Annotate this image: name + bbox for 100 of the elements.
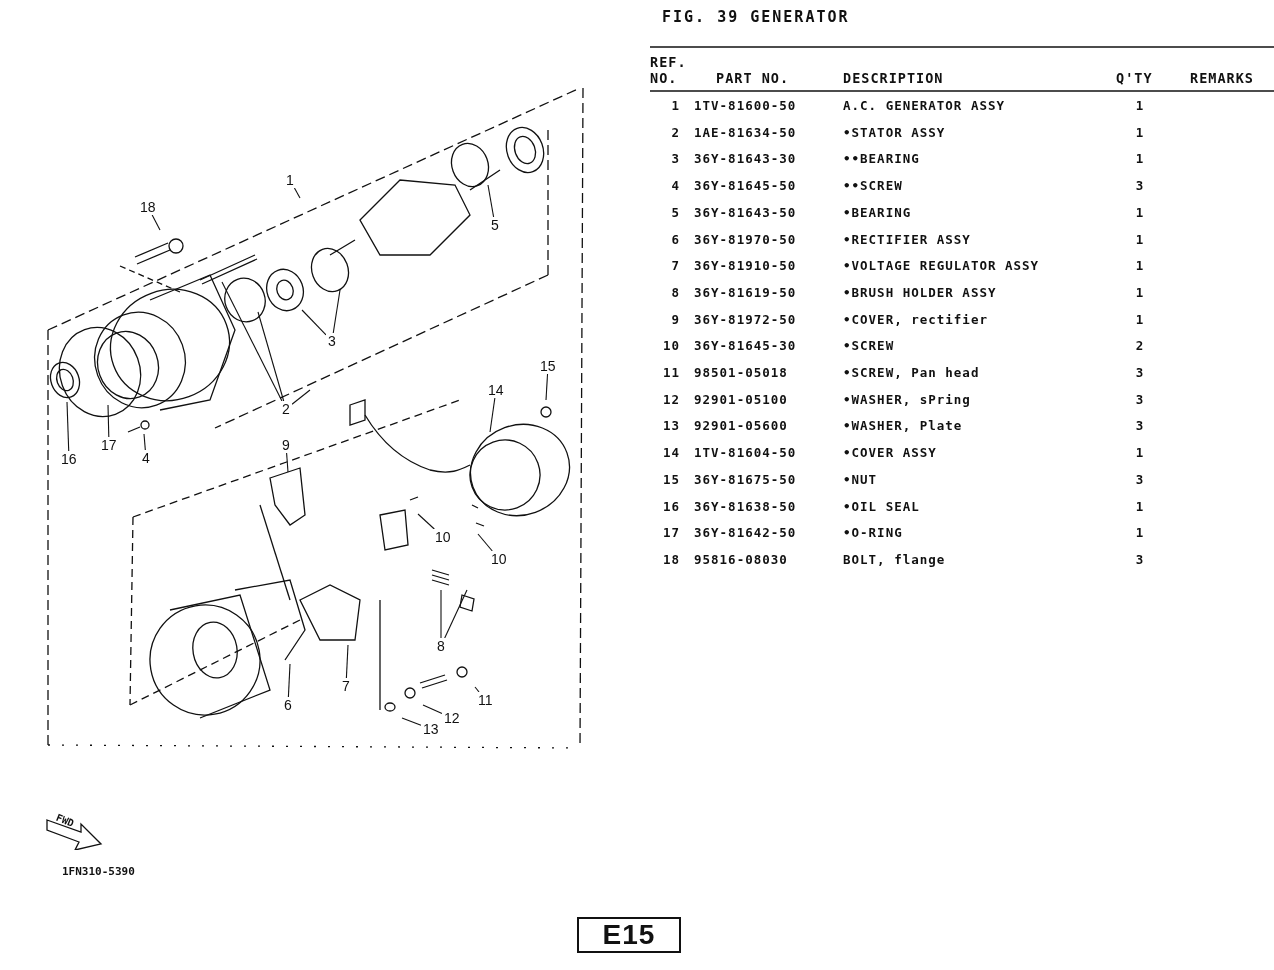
part-number: 36Y-81643-30 xyxy=(694,151,797,167)
column-header: PART NO. xyxy=(716,70,790,86)
leader-line xyxy=(545,373,549,401)
callout-number: 17 xyxy=(99,437,119,453)
column-header: REMARKS xyxy=(1190,70,1254,86)
leader-line xyxy=(401,717,422,726)
part-number: 1TV-81600-50 xyxy=(694,98,797,113)
leader-line xyxy=(257,311,285,402)
direction-label: FWD xyxy=(54,812,76,829)
part-description: •COVER, rectifier xyxy=(843,311,988,327)
leader-line xyxy=(422,704,443,715)
ref-number: 7 xyxy=(670,258,680,274)
part-number: 95816-08030 xyxy=(694,551,788,567)
ref-number: 16 xyxy=(661,498,680,514)
leader-line xyxy=(301,309,327,336)
ref-number: 17 xyxy=(661,525,680,541)
quantity: 2 xyxy=(1134,338,1146,354)
part-number: 36Y-81645-30 xyxy=(694,338,797,354)
callout-number: 1 xyxy=(284,172,296,188)
ref-number: 12 xyxy=(661,391,680,407)
ref-number: 6 xyxy=(670,231,680,247)
part-number: 36Y-81910-50 xyxy=(694,258,797,274)
ref-number: 9 xyxy=(670,311,680,327)
part-number: 36Y-81675-50 xyxy=(694,471,797,487)
callout-number: 8 xyxy=(435,638,447,654)
leader-line xyxy=(151,214,161,231)
callout-number: 13 xyxy=(421,721,441,737)
leader-line xyxy=(107,404,110,438)
page-number: E15 xyxy=(577,917,681,953)
quantity: 1 xyxy=(1134,525,1146,541)
part-description: •SCREW xyxy=(843,338,895,354)
part-number: 92901-05100 xyxy=(694,391,788,407)
leader-line xyxy=(221,281,283,402)
callout-number: 6 xyxy=(282,697,294,713)
quantity: 1 xyxy=(1134,231,1146,247)
quantity: 1 xyxy=(1134,498,1146,514)
part-number: 36Y-81645-50 xyxy=(694,178,797,194)
callout-number: 16 xyxy=(59,451,79,467)
part-description: •STATOR ASSY xyxy=(843,124,946,140)
callout-number: 11 xyxy=(476,692,495,708)
leader-line xyxy=(287,663,291,698)
callout-number: 7 xyxy=(340,678,352,694)
callout-number: 5 xyxy=(489,217,501,233)
leader-line xyxy=(474,686,480,693)
leader-line xyxy=(444,589,468,639)
ref-number: 2 xyxy=(670,124,680,140)
callout-number: 10 xyxy=(489,551,509,567)
leader-line xyxy=(143,433,146,451)
ref-number: 13 xyxy=(661,418,680,434)
ref-number: 4 xyxy=(670,178,680,194)
part-description: •VOLTAGE REGULATOR ASSY xyxy=(843,258,1040,274)
leader-line xyxy=(286,452,289,473)
part-description: •O-RING xyxy=(843,525,903,541)
callout-number: 9 xyxy=(280,437,292,453)
ref-number: 5 xyxy=(670,204,680,220)
part-description: •SCREW, Pan head xyxy=(843,365,980,380)
callout-number: 10 xyxy=(433,529,453,545)
ref-number: 11 xyxy=(661,365,680,380)
part-description: •WASHER, Plate xyxy=(843,418,963,434)
part-number: 36Y-81643-50 xyxy=(694,204,797,220)
part-description: •COVER ASSY xyxy=(843,445,937,461)
quantity: 3 xyxy=(1134,551,1146,567)
quantity: 3 xyxy=(1134,391,1146,407)
part-number: 98501-05018 xyxy=(694,365,788,380)
part-number: 1TV-81604-50 xyxy=(694,445,797,461)
callout-number: 2 xyxy=(280,401,292,417)
callout-number: 15 xyxy=(538,358,558,374)
leader-line xyxy=(293,187,301,199)
quantity: 3 xyxy=(1134,178,1146,194)
quantity: 1 xyxy=(1134,445,1146,461)
column-header: DESCRIPTION xyxy=(843,70,944,86)
column-header: REF. NO. xyxy=(650,54,688,86)
ref-number: 15 xyxy=(661,471,680,487)
ref-number: 3 xyxy=(670,151,680,167)
leader-line xyxy=(417,513,435,530)
part-number: 36Y-81638-50 xyxy=(694,498,797,514)
leader-line xyxy=(66,401,70,452)
part-description: ••BEARING xyxy=(843,151,920,167)
callout-number: 12 xyxy=(442,710,462,726)
quantity: 1 xyxy=(1134,311,1146,327)
quantity: 1 xyxy=(1134,98,1146,113)
part-description: •OIL SEAL xyxy=(843,498,920,514)
leader-line xyxy=(489,397,496,433)
quantity: 1 xyxy=(1134,258,1146,274)
drawing-number: 1FN310-5390 xyxy=(62,865,135,878)
part-description: •NUT xyxy=(843,471,878,487)
quantity: 1 xyxy=(1134,284,1146,300)
quantity: 1 xyxy=(1134,151,1146,167)
part-number: 36Y-81970-50 xyxy=(694,231,797,247)
part-description: ••SCREW xyxy=(843,178,903,194)
part-description: •WASHER, sPring xyxy=(843,391,971,407)
leader-line xyxy=(487,184,495,218)
part-number: 36Y-81642-50 xyxy=(694,525,797,541)
leader-line xyxy=(345,644,349,679)
callout-number: 14 xyxy=(486,382,506,398)
callout-number: 18 xyxy=(138,199,158,215)
leader-line xyxy=(440,589,442,639)
ref-number: 10 xyxy=(661,338,680,354)
part-description: •BEARING xyxy=(843,204,912,220)
part-number: 36Y-81619-50 xyxy=(694,284,797,300)
